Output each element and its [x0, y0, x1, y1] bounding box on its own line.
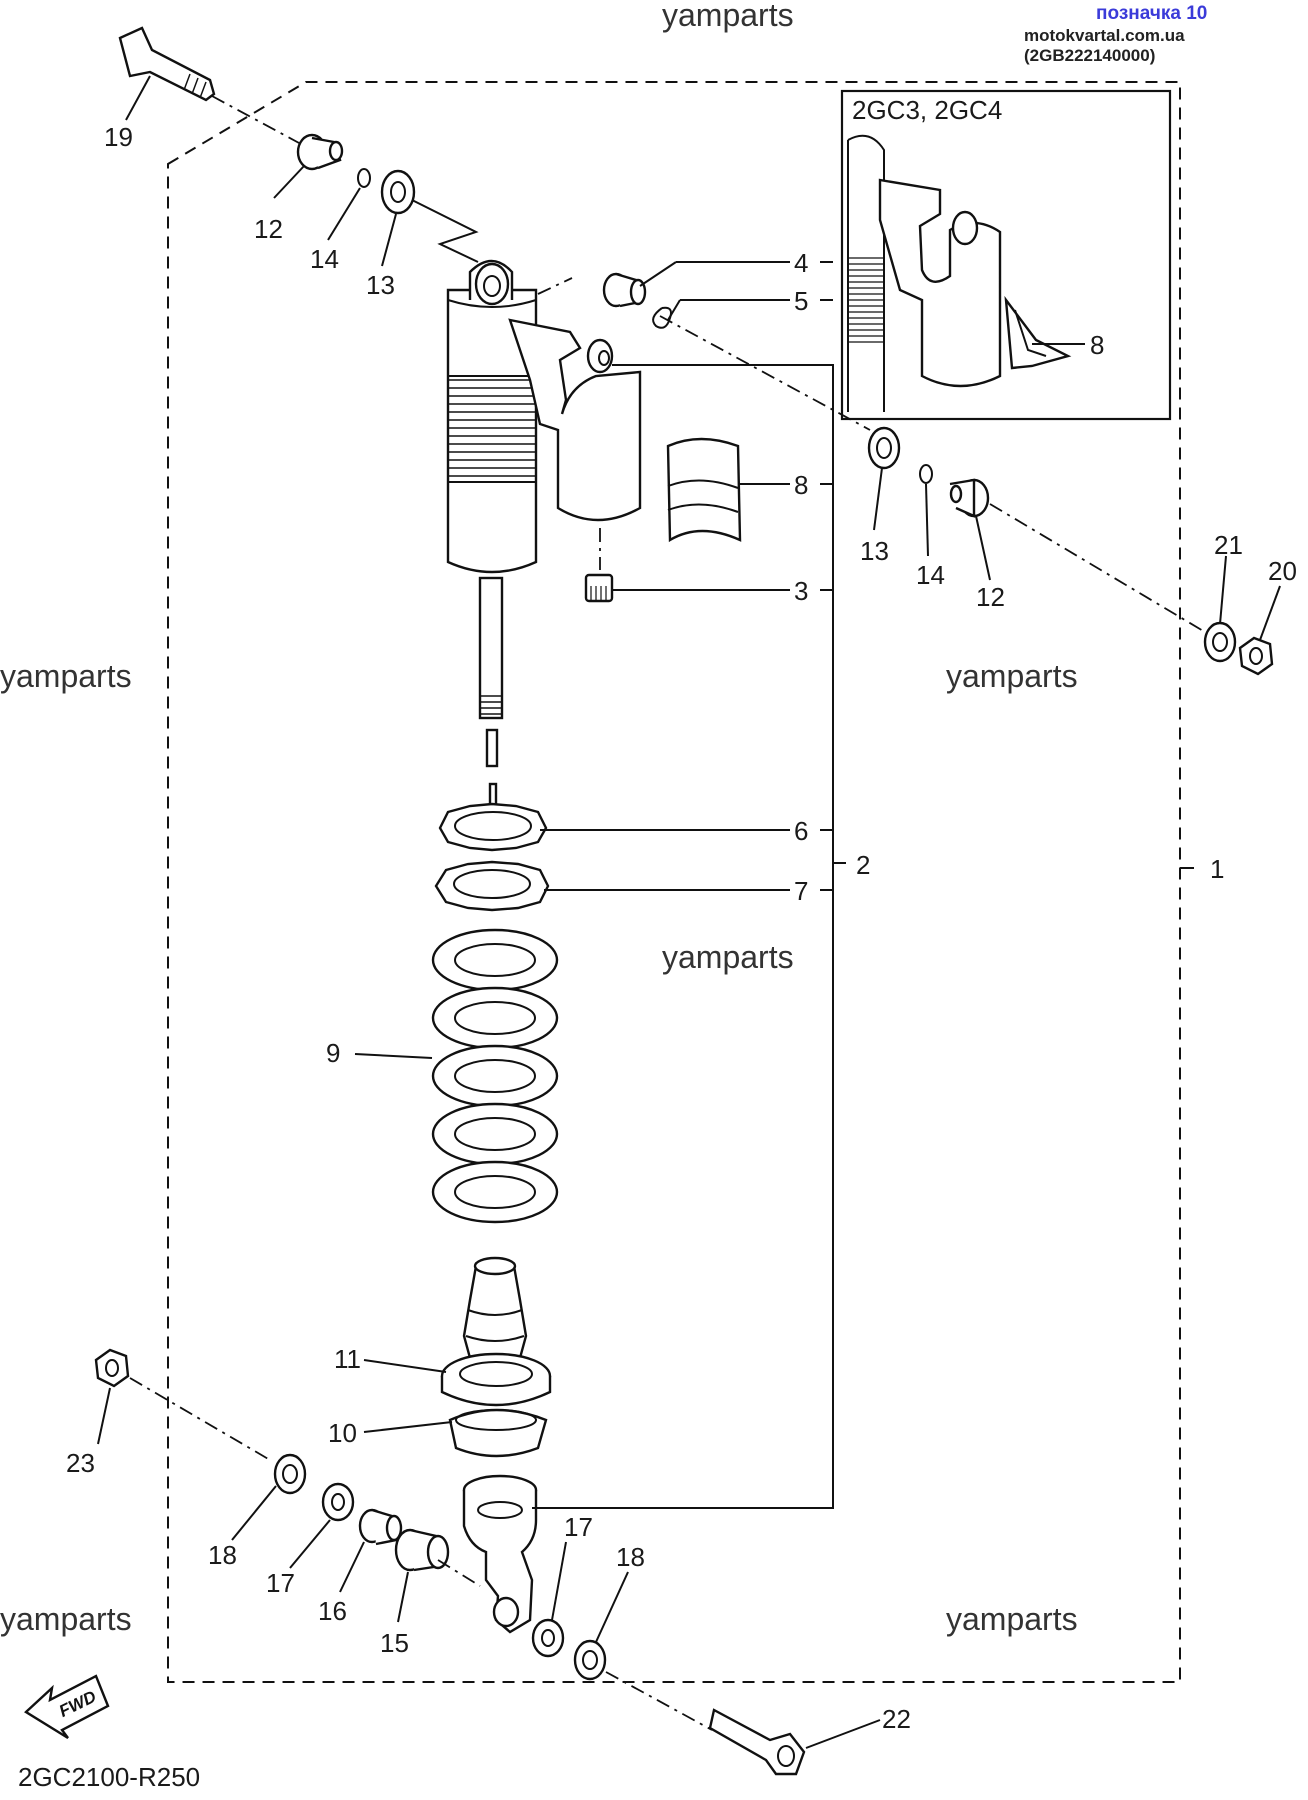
- washer-18-left: [273, 1453, 307, 1495]
- callout-12-right: 12: [976, 582, 1005, 612]
- callout-11: 11: [334, 1344, 361, 1374]
- callout-18-left: 18: [208, 1540, 237, 1570]
- callout-18-right: 18: [616, 1542, 645, 1572]
- callout-13-top: 13: [366, 270, 395, 300]
- nut-20: [1238, 636, 1274, 676]
- callout-16: 16: [318, 1596, 347, 1626]
- clip-5: [652, 306, 672, 329]
- callout-3: 3: [794, 576, 808, 606]
- bump-stop: [462, 1256, 528, 1367]
- callout-13-right: 13: [860, 536, 889, 566]
- inset-callout-8: 8: [1090, 330, 1104, 360]
- callout-22: 22: [882, 1704, 911, 1734]
- callout-leaders: [97, 165, 1281, 1749]
- washer-18-right: [573, 1639, 607, 1681]
- spring-9: [431, 928, 559, 1224]
- valve-cap-3: [584, 573, 614, 603]
- nut-23: [94, 1348, 130, 1388]
- spring-seat-11: [440, 1352, 552, 1407]
- axis-lower-left: [129, 1377, 271, 1461]
- callout-5: 5: [794, 286, 808, 316]
- callout-7: 7: [794, 876, 808, 906]
- inset-shock-drawing: [847, 134, 1072, 412]
- oring-14-top: [357, 168, 371, 188]
- callout-17-right: 17: [564, 1512, 593, 1542]
- callout-19: 19: [104, 122, 133, 152]
- watermark-center: yamparts: [662, 939, 794, 975]
- axis-upper-right: [659, 315, 871, 431]
- callout-10: 10: [328, 1418, 357, 1448]
- lower-seat-10: [448, 1408, 548, 1458]
- collar-12-top: [296, 133, 344, 171]
- washer-13-right: [867, 426, 901, 470]
- bushing-4: [602, 272, 647, 308]
- callout-21: 21: [1214, 530, 1243, 560]
- bolt-19: [118, 26, 216, 102]
- washer-13-top: [380, 169, 416, 215]
- header-badge: позначка 10: [1096, 3, 1208, 24]
- band-8: [666, 437, 742, 543]
- bracket-2: [532, 364, 834, 1509]
- oring-14-right: [919, 464, 933, 484]
- drawing-code: 2GC2100-R250: [18, 1762, 200, 1792]
- bearing-15: [394, 1528, 450, 1572]
- inset-title: 2GC3, 2GC4: [852, 95, 1002, 125]
- collar-17-right: [531, 1618, 565, 1658]
- callout-4: 4: [794, 248, 808, 278]
- bushing-16: [358, 1508, 403, 1546]
- callout-17-left: 17: [266, 1568, 295, 1598]
- washer-21: [1203, 621, 1237, 663]
- axis-19: [211, 95, 313, 151]
- lock-nut-7: [434, 860, 550, 912]
- callout-8: 8: [794, 470, 808, 500]
- callout-12-top: 12: [254, 214, 283, 244]
- watermark-top: yamparts: [662, 0, 794, 33]
- callout-23: 23: [66, 1448, 95, 1478]
- axis-right: [989, 503, 1206, 633]
- shock-absorber-body: [446, 259, 642, 816]
- axis-13-eye: [411, 199, 479, 263]
- callout-1: 1: [1210, 854, 1224, 884]
- inset-box: [840, 89, 1172, 421]
- callout-14-right: 14: [916, 560, 945, 590]
- watermark-left-upper: yamparts: [0, 658, 132, 694]
- fwd-arrow-icon: FWD: [24, 1674, 110, 1740]
- axis-lower-right: [605, 1671, 713, 1731]
- axis-shock-top: [537, 277, 573, 295]
- watermark-right-lower: yamparts: [946, 1601, 1078, 1637]
- callout-20: 20: [1268, 556, 1297, 586]
- lower-clevis: [462, 1474, 538, 1634]
- leader-19: [125, 75, 151, 121]
- watermark-left-lower: yamparts: [0, 1601, 132, 1637]
- callout-14-top: 14: [310, 244, 339, 274]
- callout-9: 9: [326, 1038, 340, 1068]
- callout-6: 6: [794, 816, 808, 846]
- header-source: motokvartal.com.ua (2GB222140000): [1024, 26, 1185, 65]
- watermark-right-upper: yamparts: [946, 658, 1078, 694]
- callout-15: 15: [380, 1628, 409, 1658]
- collar-17-left: [321, 1482, 355, 1522]
- collar-12-right: [949, 478, 990, 518]
- assembly-frame: [167, 81, 1181, 1683]
- callout-2: 2: [856, 850, 870, 880]
- axis-bearing: [437, 1559, 481, 1587]
- bolt-22: [708, 1708, 806, 1776]
- adjuster-nut-6: [438, 802, 548, 852]
